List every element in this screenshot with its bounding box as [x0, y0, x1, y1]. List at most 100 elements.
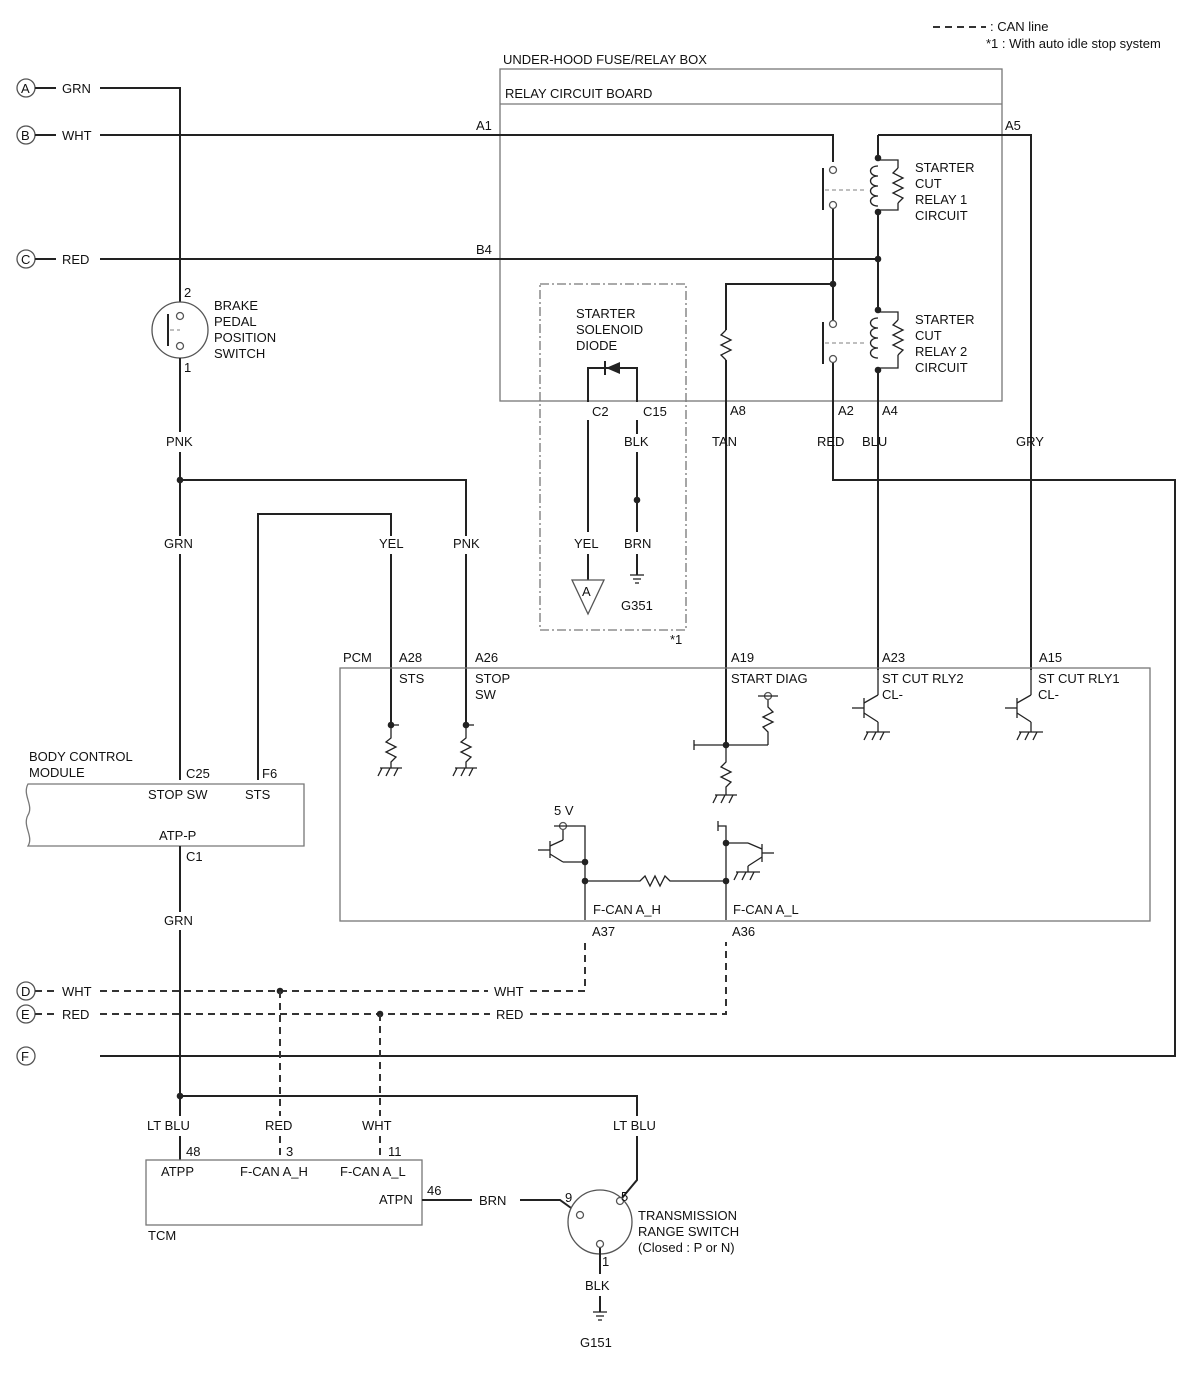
- bcm-frame: [25, 783, 305, 847]
- relay2-label-3: RELAY 2: [915, 344, 967, 359]
- wire-gry: GRY: [1016, 434, 1044, 449]
- relay-circuit-board-label: RELAY CIRCUIT BOARD: [505, 86, 652, 101]
- pcm-pin-a23-label-2: CL-: [882, 687, 903, 702]
- pin-a8: A8: [730, 403, 746, 418]
- brake-label-2: PEDAL: [214, 314, 257, 329]
- ground-icon: [452, 767, 477, 777]
- pin-b4: B4: [476, 242, 492, 257]
- wire-red-can: RED: [496, 1007, 523, 1022]
- starter-cut-relay-2: STARTER CUT RELAY 2 CIRCUIT: [822, 311, 974, 375]
- ground-g151: G151: [580, 1335, 612, 1350]
- connector-d-wire: WHT: [62, 984, 92, 999]
- pcm-pin-a15: A15: [1039, 650, 1062, 665]
- ground-icon: [712, 794, 737, 804]
- connector-e: E RED: [16, 1004, 89, 1024]
- bcm-title-2: MODULE: [29, 765, 85, 780]
- tcm-pin-11: 11: [388, 1144, 402, 1159]
- tcm-wire-ltblu-right: LT BLU: [613, 1118, 656, 1133]
- relay2-label-4: CIRCUIT: [915, 360, 968, 375]
- connector-e-id: E: [21, 1007, 30, 1022]
- pcm-pin-a15-label-2: CL-: [1038, 687, 1059, 702]
- tcm: LT BLU RED WHT LT BLU 48 3 11 ATPP F-CAN…: [145, 1118, 656, 1243]
- tcm-fcan-h: F-CAN A_H: [240, 1164, 308, 1179]
- legend-can-line: : CAN line: [990, 19, 1049, 34]
- trs-pin-5: 5: [621, 1189, 628, 1204]
- diode-label-3: DIODE: [576, 338, 618, 353]
- ground-g351: G351: [621, 598, 653, 613]
- trs-pin-9: 9: [565, 1190, 572, 1205]
- tcm-fcan-l: F-CAN A_L: [340, 1164, 406, 1179]
- pcm-frame: [339, 667, 1151, 922]
- transistor-icon: [1005, 670, 1043, 741]
- connector-d-id: D: [21, 984, 30, 999]
- tcm-atpn: ATPN: [379, 1192, 413, 1207]
- brake-label-1: BRAKE: [214, 298, 258, 313]
- connector-a: A GRN: [16, 78, 91, 98]
- wire-yel: YEL: [379, 536, 404, 551]
- pcm-pin-a26-label-2: SW: [475, 687, 497, 702]
- pcm-pin-a28: A28: [399, 650, 422, 665]
- pcm-pin-a23: A23: [882, 650, 905, 665]
- trs-wire-blk: BLK: [585, 1278, 610, 1293]
- pin-a1: A1: [476, 118, 492, 133]
- wire-grn-low: GRN: [164, 913, 193, 928]
- pcm-vref: 5 V: [554, 803, 574, 818]
- tcm-frame: [145, 1159, 423, 1226]
- transmission-range-switch: 9 5 1 TRANSMISSION RANGE SWITCH (Closed …: [565, 1189, 739, 1350]
- wire-wht-can: WHT: [494, 984, 524, 999]
- connector-b: B WHT: [16, 125, 92, 145]
- transistor-icon: [726, 842, 774, 881]
- bcm-title-1: BODY CONTROL: [29, 749, 133, 764]
- wire-grn-mid: GRN: [164, 536, 193, 551]
- lower-wiring: GRN WHT RED: [100, 846, 727, 1116]
- connector-f-circle: [16, 1046, 36, 1066]
- relay1-label-1: STARTER: [915, 160, 974, 175]
- pcm-pin-a15-label-1: ST CUT RLY1: [1038, 671, 1120, 686]
- relay1-label-2: CUT: [915, 176, 942, 191]
- diode-wire-brn: BRN: [624, 536, 651, 551]
- tcm-atpp: ATPP: [161, 1164, 194, 1179]
- diode-option-frame: [539, 283, 687, 631]
- tcm-pin-48: 48: [186, 1144, 200, 1159]
- bcm-sts: STS: [245, 787, 271, 802]
- ground-icon: [593, 1311, 607, 1321]
- connector-b-wire: WHT: [62, 128, 92, 143]
- brake-pin-1: 1: [184, 360, 191, 375]
- connector-e-wire: RED: [62, 1007, 89, 1022]
- trs-pin-1: 1: [602, 1254, 609, 1269]
- tcm-pin-3: 3: [286, 1144, 293, 1159]
- bcm-pin-c25: C25: [186, 766, 210, 781]
- relay1-label-3: RELAY 1: [915, 192, 967, 207]
- fuse-relay-box: UNDER-HOOD FUSE/RELAY BOX RELAY CIRCUIT …: [476, 52, 1021, 418]
- connector-c: C RED: [16, 249, 89, 269]
- fuse-box-title: UNDER-HOOD FUSE/RELAY BOX: [503, 52, 707, 67]
- pin-c15: C15: [643, 404, 667, 419]
- bcm-pin-c1: C1: [186, 849, 203, 864]
- tcm-wire-wht: WHT: [362, 1118, 392, 1133]
- diode-arrow-a: A: [582, 584, 591, 599]
- pcm-pin-a23-label-1: ST CUT RLY2: [882, 671, 964, 686]
- connector-d: D WHT: [16, 981, 92, 1001]
- relay2-label-2: CUT: [915, 328, 942, 343]
- pcm-can-h: F-CAN A_H: [593, 902, 661, 917]
- pin-a2: A2: [838, 403, 854, 418]
- diode-label-2: SOLENOID: [576, 322, 643, 337]
- pcm-pin-a19-label: START DIAG: [731, 671, 808, 686]
- connector-b-id: B: [21, 128, 30, 143]
- trs-label-3: (Closed : P or N): [638, 1240, 735, 1255]
- pcm: PCM A28 STS A26 STOP SW A19 START DIAG A…: [339, 650, 1151, 939]
- body-control-module: BODY CONTROL MODULE C25 F6 STOP SW STS A…: [25, 749, 305, 864]
- connector-f-id: F: [21, 1049, 29, 1064]
- legend-note-1: *1 : With auto idle stop system: [986, 36, 1161, 51]
- diode-note: *1: [670, 632, 682, 647]
- brake-pin-2: 2: [184, 285, 191, 300]
- tcm-pin-46: 46: [427, 1183, 441, 1198]
- tcm-wire-red: RED: [265, 1118, 292, 1133]
- pcm-pin-a28-label: STS: [399, 671, 425, 686]
- relay2-label-1: STARTER: [915, 312, 974, 327]
- pin-a4: A4: [882, 403, 898, 418]
- diode-symbol: [606, 362, 620, 374]
- pin-c2: C2: [592, 404, 609, 419]
- ground-icon: [630, 574, 644, 584]
